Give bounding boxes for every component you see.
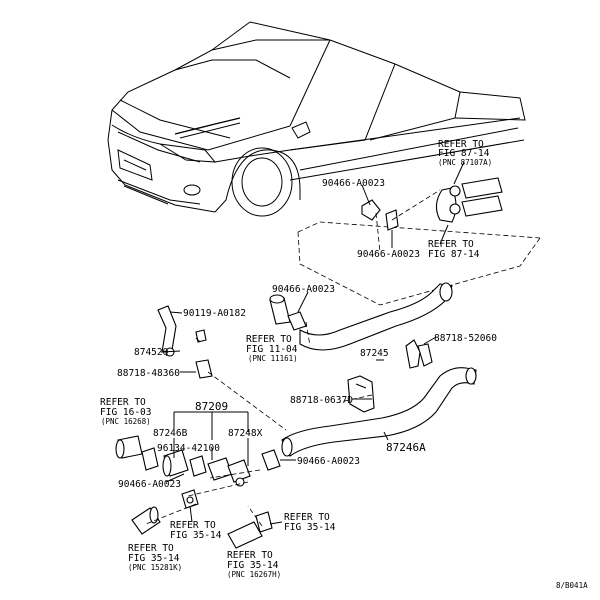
- label-87246a: 87246A: [386, 441, 426, 454]
- label-90466-right: 90466-A0023: [297, 456, 360, 467]
- label-87248x: 87248X: [228, 428, 263, 439]
- label-refer-1603-1: REFER TO: [100, 397, 146, 408]
- label-refer-3514d-3: (PNC 16267H): [227, 570, 281, 579]
- heater-core-pipes: [435, 177, 503, 223]
- label-refer-3514a-1: REFER TO: [284, 512, 330, 523]
- label-refer-8714-1: REFER TO: [428, 239, 474, 250]
- hose-87246a: [281, 367, 477, 457]
- figure-code: 8/B041A: [556, 581, 588, 590]
- label-96134: 96134-42100: [157, 443, 220, 454]
- hose-87245: [299, 282, 453, 351]
- label-88718-52060: 88718-52060: [434, 333, 497, 344]
- lower-right-pipe: [227, 511, 273, 549]
- label-refer-8714-2: FIG 87-14: [428, 249, 480, 260]
- label-87209: 87209: [195, 400, 228, 413]
- valve-assembly-87209: [115, 435, 251, 487]
- engine-pipe-stub: [269, 294, 291, 325]
- label-87246b: 87246B: [153, 428, 188, 439]
- label-refer-3514c-1: REFER TO: [128, 543, 174, 554]
- label-refer-1104-3: (PNC 11161): [248, 354, 298, 363]
- label-refer-3514b-2: FIG 35-14: [170, 530, 222, 541]
- label-88718-0637d: 88718-0637D: [290, 395, 353, 406]
- clamp-88718-48360: [195, 359, 213, 379]
- label-90119: 90119-A0182: [183, 308, 246, 319]
- label-88718-48360: 88718-48360: [117, 368, 180, 379]
- label-refer-87107a-3: (PNC 87107A): [438, 158, 492, 167]
- label-90466-left: 90466-A0023: [118, 479, 181, 490]
- label-refer-87107a-1: REFER TO: [438, 139, 484, 150]
- label-refer-3514c-3: (PNC 15281K): [128, 563, 182, 572]
- hose-clamp-upper: [361, 199, 399, 231]
- label-87452q: 87452Q: [134, 347, 169, 358]
- label-refer-1104-2: FIG 11-04: [246, 344, 298, 355]
- car-front-illustration: [107, 21, 526, 217]
- label-refer-1104-1: REFER TO: [246, 334, 292, 345]
- clamp-88718-0637d: [347, 375, 375, 413]
- hose-clamp-lower: [181, 489, 199, 509]
- clamp-88718-52060: [405, 339, 433, 369]
- label-90466-upper: 90466-A0023: [272, 284, 335, 295]
- label-refer-3514a-2: FIG 35-14: [284, 522, 336, 533]
- hose-clamp-right: [261, 449, 281, 471]
- lower-left-pipe: [131, 506, 161, 535]
- label-refer-3514c-2: FIG 35-14: [128, 553, 180, 564]
- hose-clamp-87245: [287, 311, 307, 331]
- label-87245: 87245: [360, 348, 389, 359]
- leader-lines: [161, 161, 465, 525]
- label-refer-3514d-2: FIG 35-14: [227, 560, 279, 571]
- part-labels: REFER TO FIG 87-14 (PNC 87107A) 90466-A0…: [100, 139, 588, 590]
- label-refer-1603-2: FIG 16-03: [100, 407, 151, 418]
- label-refer-3514d-1: REFER TO: [227, 550, 273, 561]
- label-refer-3514b-1: REFER TO: [170, 520, 216, 531]
- label-90466-top: 90466-A0023: [322, 178, 385, 189]
- label-refer-1603-3: (PNC 16268): [101, 417, 151, 426]
- label-refer-87107a-2: FIG 87-14: [438, 148, 490, 159]
- label-90466-mid: 90466-A0023: [357, 249, 420, 260]
